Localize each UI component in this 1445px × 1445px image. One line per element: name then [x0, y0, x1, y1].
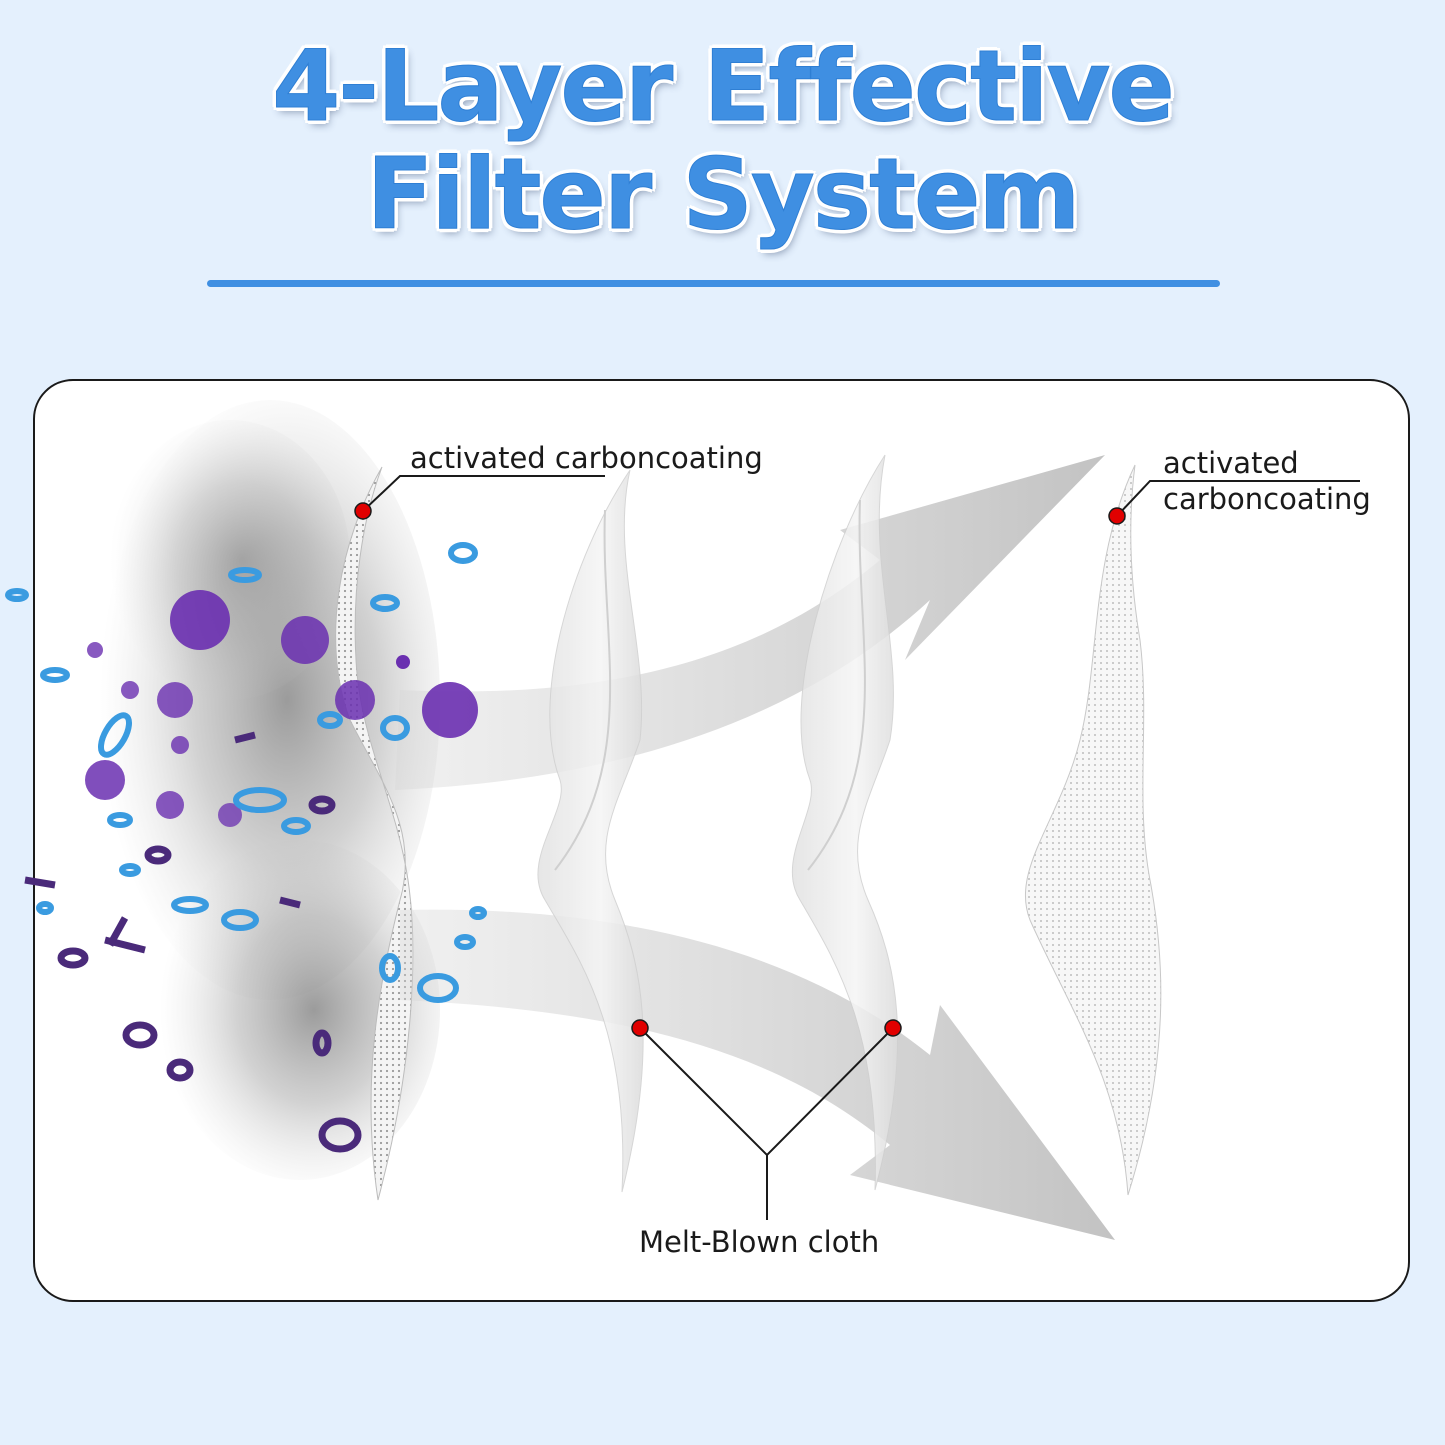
page-title-line-2: Filter System — [366, 138, 1081, 252]
label-activated-carbon-front: activated carboncoating — [410, 441, 763, 475]
marker-dot-meltblown-1 — [631, 1019, 649, 1037]
dust-particles-dark — [24, 731, 362, 1153]
label-activated-carbon-back-line-2: carboncoating — [1163, 482, 1371, 516]
melt-blown-layer-1 — [537, 469, 644, 1193]
leader-lines — [362, 475, 1360, 1220]
marker-dot-meltblown-2 — [884, 1019, 902, 1037]
melt-blown-layer-2 — [791, 454, 899, 1191]
dust-particles-blue — [5, 542, 487, 1003]
carbon-layer-back — [1024, 464, 1162, 1196]
marker-dots — [354, 502, 1126, 1037]
virus-particles — [85, 590, 478, 827]
page-title-line-1: 4-Layer Effective — [272, 30, 1176, 144]
marker-dot-carbon-back — [1108, 507, 1126, 525]
label-melt-blown-cloth: Melt-Blown cloth — [639, 1225, 880, 1259]
label-activated-carbon-back-line-1: activated — [1163, 446, 1299, 480]
marker-dot-carbon-front — [354, 502, 372, 520]
airflow-arrow-bottom — [400, 909, 1115, 1240]
carbon-layer-front — [335, 466, 414, 1201]
airflow-arrow-top — [395, 455, 1105, 790]
title-divider — [207, 280, 1220, 287]
